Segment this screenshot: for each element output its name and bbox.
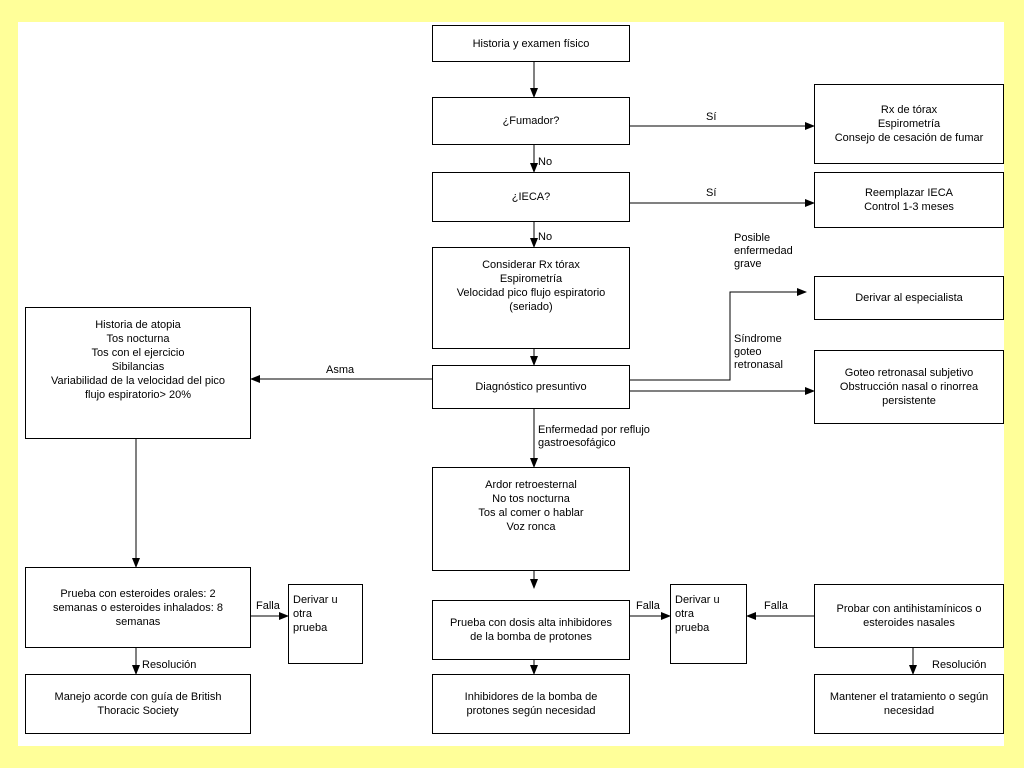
node-antihistaminicos: Probar con antihistamínicos o esteroides…: [814, 584, 1004, 648]
label-posible-enfermedad-grave: Posible enfermedad grave: [734, 232, 793, 270]
label-sindrome-goteo: Síndrome goteo retronasal: [734, 333, 783, 371]
label-no-fumador: No: [538, 156, 553, 168]
node-derivar-otra-prueba-2: Derivar u otra prueba: [670, 584, 747, 664]
connector-arrows: [132, 62, 917, 675]
node-diagnostico: Diagnóstico presuntivo: [432, 365, 630, 409]
arrow-diagnostico-derivar-esp: [630, 288, 807, 381]
node-manejo-british: Manejo acorde con guía de British Thorac…: [25, 674, 251, 734]
node-derivar-especialista: Derivar al especialista: [814, 276, 1004, 320]
label-falla-1: Falla: [256, 600, 280, 612]
node-ieca: ¿IECA?: [432, 172, 630, 222]
node-historia: Historia y examen físico: [432, 25, 630, 62]
node-rx-torax: Rx de tórax Espirometría Consejo de cesa…: [814, 84, 1004, 164]
node-mantener-tratamiento: Mantener el tratamiento o según necesida…: [814, 674, 1004, 734]
label-resolucion-1: Resolución: [142, 659, 197, 671]
node-historia-atopia: Historia de atopia Tos nocturna Tos con …: [25, 307, 251, 439]
node-goteo-retronasal: Goteo retronasal subjetivo Obstrucción n…: [814, 350, 1004, 424]
label-falla-3: Falla: [764, 600, 788, 612]
label-resolucion-2: Resolución: [932, 659, 987, 671]
label-asma: Asma: [326, 364, 355, 376]
label-si-ieca: Sí: [706, 187, 717, 199]
node-fumador: ¿Fumador?: [432, 97, 630, 145]
diagram-canvas: Historia y examen físico ¿Fumador? Rx de…: [18, 22, 1004, 746]
node-considerar: Considerar Rx tórax Espirometría Velocid…: [432, 247, 630, 349]
node-inhibidores: Inhibidores de la bomba de protones segú…: [432, 674, 630, 734]
node-derivar-otra-prueba-1: Derivar u otra prueba: [288, 584, 363, 664]
label-falla-2: Falla: [636, 600, 660, 612]
node-reemplazar-ieca: Reemplazar IECA Control 1-3 meses: [814, 172, 1004, 228]
node-esteroides: Prueba con esteroides orales: 2 semanas …: [25, 567, 251, 648]
node-ardor-retroesternal: Ardor retroesternal No tos nocturna Tos …: [432, 467, 630, 571]
label-no-ieca: No: [538, 231, 553, 243]
label-reflujo: Enfermedad por reflujo gastroesofágico: [538, 424, 650, 449]
label-si-fumador: Sí: [706, 111, 717, 123]
node-prueba-dosis-alta: Prueba con dosis alta inhibidores de la …: [432, 600, 630, 660]
